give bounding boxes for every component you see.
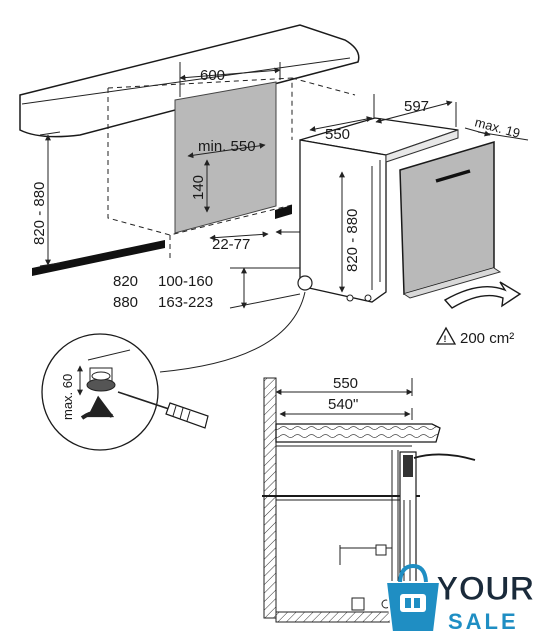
dim-min-depth: min. 550 xyxy=(198,138,256,155)
dim-140: 140 xyxy=(190,175,207,200)
dim-section-550: 550 xyxy=(333,375,358,392)
logo-word-sale: SALE xyxy=(448,609,519,634)
dim-section-540: 540" xyxy=(328,396,358,413)
airflow-arrow-icon xyxy=(443,281,522,309)
rotate-arrow-icon xyxy=(80,395,115,420)
ventilation-label: 200 cm² xyxy=(460,330,514,347)
niche-back-panel xyxy=(174,81,277,234)
section-view: 550 540" xyxy=(262,375,476,623)
table-row2-height: 880 xyxy=(113,294,138,311)
dim-appliance-height: 820 - 880 xyxy=(344,209,361,272)
left-wall xyxy=(263,377,277,619)
svg-text:!: ! xyxy=(444,334,447,344)
table-row1-range: 100-160 xyxy=(158,273,213,290)
dim-niche-width: 600 xyxy=(200,67,225,84)
logo-word-your: YOUR xyxy=(436,570,534,608)
table-row1-height: 820 xyxy=(113,273,138,290)
dim-appliance-depth: 550 xyxy=(325,126,350,143)
section-worktop xyxy=(275,423,441,443)
screwdriver-icon xyxy=(117,391,209,429)
foot-callout-marker xyxy=(297,275,313,291)
table-row2-range: 163-223 xyxy=(158,294,213,311)
isometric-view: 820 - 880 600 min. 550 140 22-77 20 xyxy=(19,24,529,373)
plinth-strip xyxy=(32,240,165,276)
foot-adjust-detail: max. 60 xyxy=(41,333,209,451)
door-handle xyxy=(435,169,471,183)
dim-22-77: 22-77 xyxy=(212,236,250,253)
dim-door-max: max. 19 xyxy=(473,114,522,140)
dim-niche-height: 820 - 880 xyxy=(31,182,48,245)
dim-appliance-width: 597 xyxy=(404,98,429,115)
dim-foot-max: max. 60 xyxy=(60,374,75,420)
yoursale-logo: YOUR SALE xyxy=(384,563,535,634)
warning-icon xyxy=(435,326,457,345)
dishwasher-door xyxy=(399,140,495,295)
